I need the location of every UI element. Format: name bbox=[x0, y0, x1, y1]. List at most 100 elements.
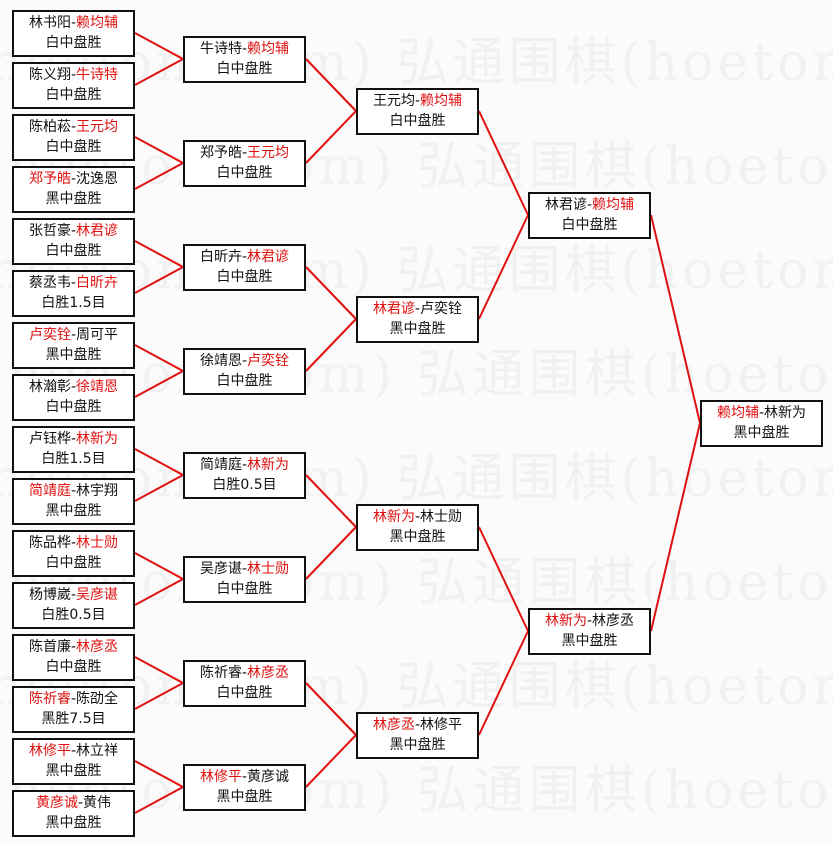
match-result: 白中盘胜 bbox=[561, 217, 618, 233]
match-players: 陈义翔-牛诗特 bbox=[14, 65, 133, 85]
player-black: 黄彦诚 bbox=[35, 795, 78, 811]
match-players: 卢钰桦-林新为 bbox=[14, 429, 133, 449]
match-players: 郑予皓-王元均 bbox=[185, 143, 304, 163]
bracket-connector-line bbox=[134, 578, 184, 606]
bracket-connector-line bbox=[305, 266, 357, 320]
separator: - bbox=[241, 249, 248, 265]
player-black: 简靖庭 bbox=[199, 457, 242, 473]
bracket-connector-line bbox=[134, 786, 184, 814]
bracket-connector-line bbox=[134, 656, 184, 684]
player-white: 林彦丞 bbox=[592, 613, 635, 629]
match-players: 林彦丞-林修平 bbox=[358, 715, 477, 735]
player-white: 白昕卉 bbox=[76, 275, 119, 291]
match-box-round-1: 卢钰桦-林新为白胜1.5目 bbox=[12, 426, 135, 473]
match-result: 白中盘胜 bbox=[45, 35, 102, 51]
separator: - bbox=[414, 717, 421, 733]
player-white: 林士勋 bbox=[76, 535, 119, 551]
player-black: 林书阳 bbox=[28, 15, 71, 31]
separator: - bbox=[758, 405, 765, 421]
match-box-round-2: 林修平-黄彦诚黑中盘胜 bbox=[183, 764, 306, 811]
separator: - bbox=[70, 691, 77, 707]
player-black: 杨博崴 bbox=[28, 587, 71, 603]
match-players: 徐靖恩-卢奕铨 bbox=[185, 351, 304, 371]
match-box-round-1: 郑予皓-沈逸恩黑中盘胜 bbox=[12, 166, 135, 213]
match-box-round-2: 郑予皓-王元均白中盘胜 bbox=[183, 140, 306, 187]
separator: - bbox=[77, 795, 84, 811]
player-white: 林宇翔 bbox=[76, 483, 119, 499]
match-box-round-1: 林书阳-赖均辅白中盘胜 bbox=[12, 10, 135, 57]
separator: - bbox=[586, 197, 593, 213]
match-box-round-1: 陈祈睿-陈劭全黑胜7.5目 bbox=[12, 686, 135, 733]
player-black: 陈首廉 bbox=[28, 639, 71, 655]
match-players: 赖均辅-林新为 bbox=[702, 403, 821, 423]
match-players: 陈祈睿-林彦丞 bbox=[185, 663, 304, 683]
match-box-round-1: 杨博崴-吴彦谌白胜0.5目 bbox=[12, 582, 135, 629]
bracket-connector-line bbox=[305, 682, 357, 736]
separator: - bbox=[70, 535, 77, 551]
match-box-round-3: 林君谚-卢奕铨黑中盘胜 bbox=[356, 296, 479, 343]
bracket-connector-line bbox=[134, 266, 184, 294]
player-black: 林修平 bbox=[199, 769, 242, 785]
player-white: 沈逸恩 bbox=[76, 171, 119, 187]
match-box-round-4: 林君谚-赖均辅白中盘胜 bbox=[528, 192, 651, 239]
player-white: 王元均 bbox=[247, 145, 290, 161]
match-box-round-1: 张哲豪-林君谚白中盘胜 bbox=[12, 218, 135, 265]
bracket-connector-line bbox=[478, 110, 529, 216]
player-white: 林彦丞 bbox=[76, 639, 119, 655]
match-result: 黑中盘胜 bbox=[45, 815, 102, 831]
match-result: 白中盘胜 bbox=[216, 61, 273, 77]
player-white: 黄彦诚 bbox=[247, 769, 290, 785]
match-result: 黑中盘胜 bbox=[45, 347, 102, 363]
match-result: 白中盘胜 bbox=[45, 555, 102, 571]
match-box-round-1: 陈柏菘-王元均白中盘胜 bbox=[12, 114, 135, 161]
bracket-connector-line bbox=[134, 370, 184, 398]
separator: - bbox=[241, 457, 248, 473]
match-box-round-2: 陈祈睿-林彦丞白中盘胜 bbox=[183, 660, 306, 707]
separator: - bbox=[414, 93, 421, 109]
player-white: 黄伟 bbox=[83, 795, 112, 811]
player-black: 陈义翔 bbox=[28, 67, 71, 83]
match-result: 白中盘胜 bbox=[216, 269, 273, 285]
bracket-connector-line bbox=[134, 162, 184, 190]
separator: - bbox=[70, 119, 77, 135]
player-black: 卢奕铨 bbox=[28, 327, 71, 343]
match-box-round-1: 林修平-林立祥黑中盘胜 bbox=[12, 738, 135, 785]
separator: - bbox=[241, 561, 248, 577]
match-box-round-2: 牛诗特-赖均辅白中盘胜 bbox=[183, 36, 306, 83]
bracket-connector-line bbox=[134, 474, 184, 502]
bracket-connector-line bbox=[305, 58, 357, 112]
match-result: 黑中盘胜 bbox=[45, 191, 102, 207]
bracket-connector-line bbox=[650, 422, 701, 632]
match-result: 黑胜7.5目 bbox=[41, 711, 106, 727]
match-players: 简靖庭-林新为 bbox=[185, 455, 304, 475]
separator: - bbox=[70, 223, 77, 239]
separator: - bbox=[241, 41, 248, 57]
match-result: 白中盘胜 bbox=[45, 87, 102, 103]
player-black: 郑予皓 bbox=[199, 145, 242, 161]
match-players: 林君谚-赖均辅 bbox=[530, 195, 649, 215]
match-players: 简靖庭-林宇翔 bbox=[14, 481, 133, 501]
bracket-connector-line bbox=[305, 318, 357, 372]
match-result: 黑中盘胜 bbox=[389, 321, 446, 337]
match-result: 白胜1.5目 bbox=[41, 295, 106, 311]
match-result: 白胜0.5目 bbox=[212, 477, 277, 493]
player-black: 赖均辅 bbox=[716, 405, 759, 421]
bracket-connector-line bbox=[134, 32, 184, 60]
match-box-round-1: 陈义翔-牛诗特白中盘胜 bbox=[12, 62, 135, 109]
player-black: 徐靖恩 bbox=[199, 353, 242, 369]
match-result: 黑中盘胜 bbox=[389, 529, 446, 545]
match-result: 黑中盘胜 bbox=[561, 633, 618, 649]
player-black: 卢钰桦 bbox=[28, 431, 71, 447]
separator: - bbox=[70, 67, 77, 83]
player-black: 林新为 bbox=[372, 509, 415, 525]
player-black: 王元均 bbox=[372, 93, 415, 109]
match-result: 黑中盘胜 bbox=[733, 425, 790, 441]
match-box-round-2: 吴彦谌-林士勋白中盘胜 bbox=[183, 556, 306, 603]
player-white: 赖均辅 bbox=[76, 15, 119, 31]
match-box-round-1: 陈品桦-林士勋白中盘胜 bbox=[12, 530, 135, 577]
player-white: 林君谚 bbox=[247, 249, 290, 265]
bracket-connector-line bbox=[305, 734, 357, 788]
player-white: 林士勋 bbox=[247, 561, 290, 577]
match-result: 白中盘胜 bbox=[45, 243, 102, 259]
